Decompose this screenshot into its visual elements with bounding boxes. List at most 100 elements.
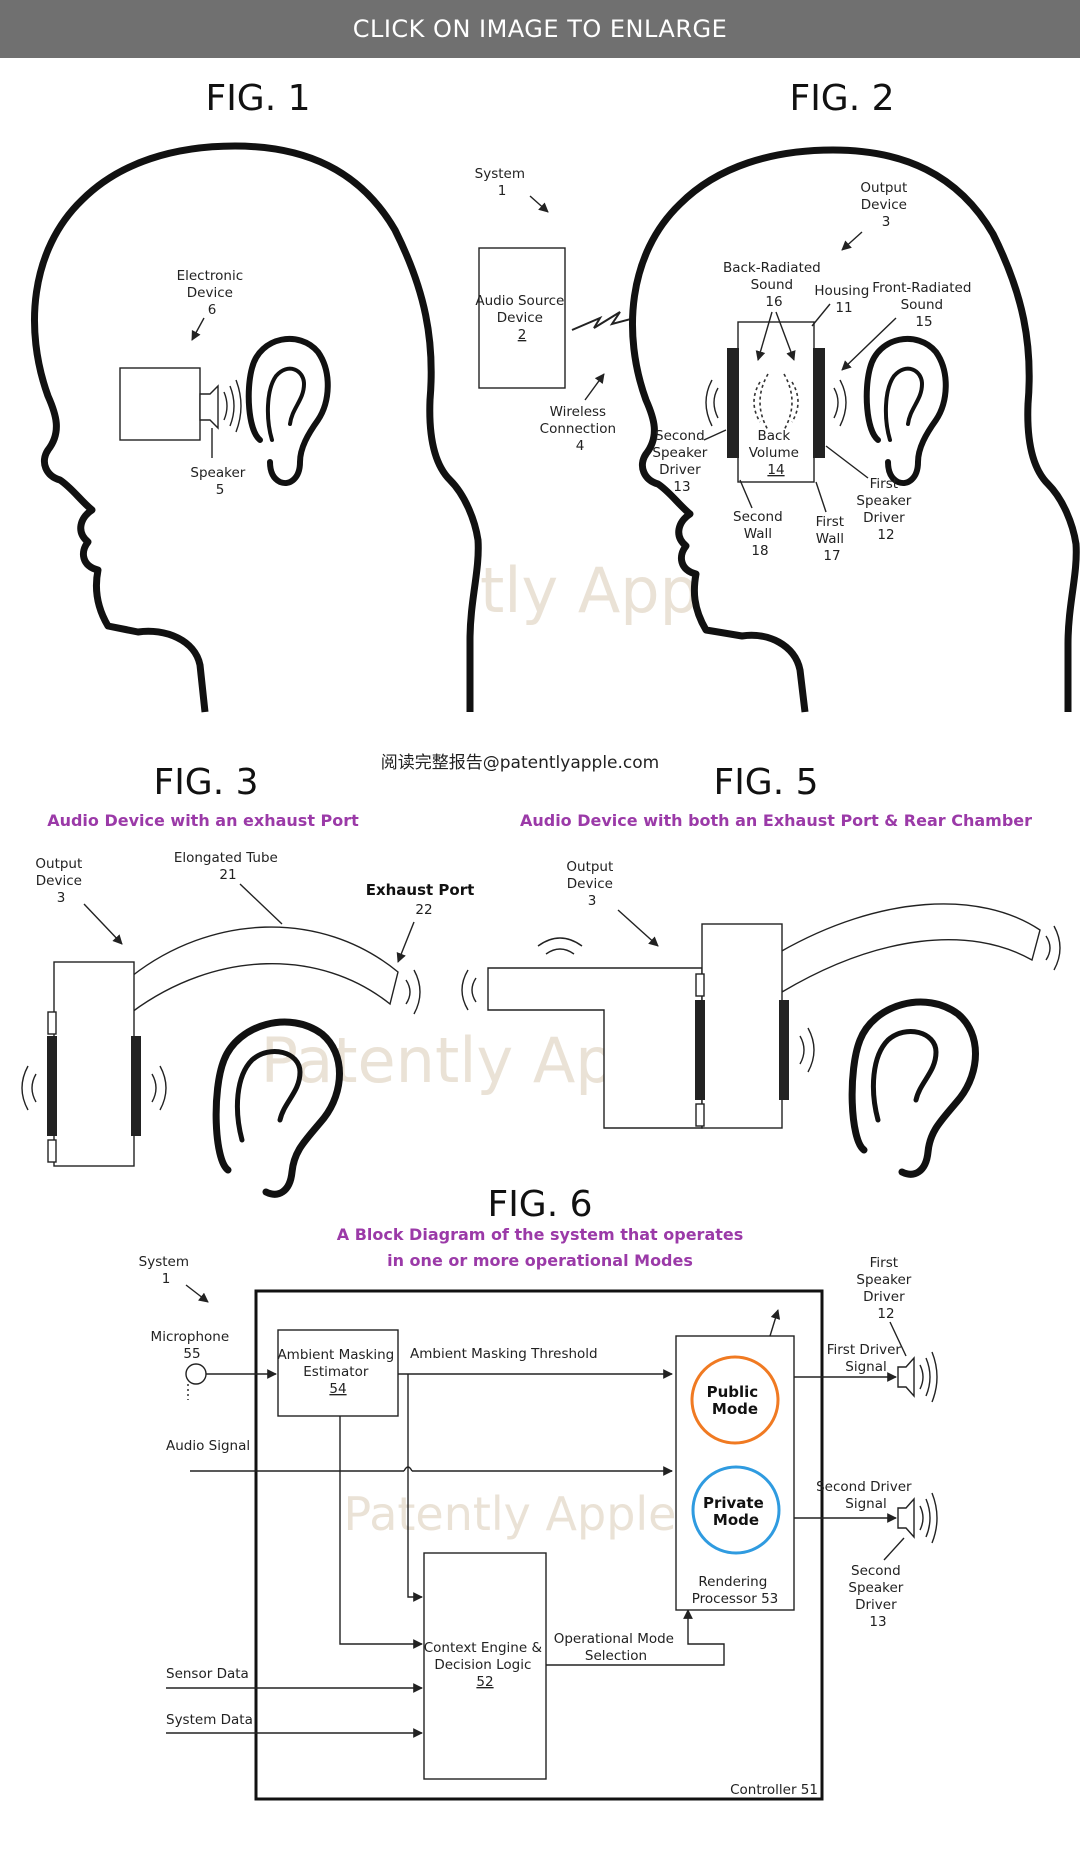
sound-wave-icon: [799, 1027, 815, 1073]
wireless-zigzag-icon: [571, 311, 643, 331]
fig6-title: FIG. 6: [487, 1184, 592, 1225]
tube-label: Elongated Tube 21: [174, 850, 282, 883]
back-volume-label: Back Volume 14: [749, 428, 804, 478]
sensor-data-label: Sensor Data: [166, 1666, 249, 1682]
electronic-device-label: Electronic Device 6: [177, 268, 248, 318]
pointer-line: [815, 481, 827, 513]
private-mode-label: Private Mode: [703, 1494, 769, 1529]
mode-selection-arrow: [546, 1609, 725, 1666]
figure-3: FIG. 3 Audio Device with an exhaust Port…: [21, 762, 475, 1198]
enlarge-banner-text: CLICK ON IMAGE TO ENLARGE: [352, 15, 728, 43]
housing-label: Housing 11: [814, 283, 873, 316]
estimator-label: Ambient Masking Estimator 54: [277, 1347, 398, 1397]
fig6-subtitle-1: A Block Diagram of the system that opera…: [337, 1225, 744, 1244]
second-wall-label: Second Wall 18: [733, 509, 787, 559]
context-engine-label: Context Engine & Decision Logic 52: [424, 1640, 547, 1690]
first-speaker-driver: [813, 348, 825, 458]
housing-tab: [47, 1139, 57, 1163]
pointer-arrow: [529, 195, 549, 213]
second-driver-label: Second Speaker Driver 13: [652, 428, 711, 495]
sound-wave-icon: [21, 1065, 37, 1111]
audio-source-device-box: [478, 247, 566, 389]
public-mode-circle: [690, 1355, 780, 1445]
fig5-title: FIG. 5: [713, 762, 818, 803]
controller-label: Controller 51: [730, 1782, 818, 1798]
fig1-title: FIG. 1: [205, 78, 310, 119]
sound-wave-icon: [537, 937, 583, 955]
pointer-arrow: [584, 373, 605, 401]
housing-tab: [695, 973, 705, 997]
sound-wave-icon: [223, 379, 242, 433]
back-radiated-label: Back-Radiated Sound 16: [723, 260, 825, 310]
pointer-arrow: [185, 1284, 209, 1303]
fig3-title: FIG. 3: [153, 762, 258, 803]
pointer-line: [811, 303, 831, 327]
threshold-label: Ambient Masking Threshold: [410, 1346, 598, 1362]
pointer-arrow: [191, 317, 205, 341]
head-silhouette: [629, 146, 1080, 713]
ear-icon: [245, 336, 331, 486]
figure-2: FIG. 2 System 1 Audio Source Device 2 Wi…: [475, 78, 1080, 713]
second-driver-label: Second Speaker Driver 13: [848, 1563, 907, 1630]
output-device-label: Output Device 3: [35, 856, 86, 906]
figure-1: FIG. 1 Electronic Device 6 Speaker 5: [31, 78, 482, 713]
system-label: System 1: [475, 166, 530, 199]
first-wall-label: First Wall 17: [816, 514, 849, 564]
system-label: System 1: [139, 1254, 194, 1287]
elongated-tube: [131, 926, 399, 1014]
context-engine-box: [423, 1552, 547, 1780]
pointer-line: [883, 1537, 905, 1561]
rendering-processor-label: Rendering Processor 53: [692, 1574, 779, 1607]
microphone-label: Microphone 55: [151, 1329, 234, 1362]
pointer-arrow: [396, 921, 415, 963]
housing-rect: [737, 321, 815, 483]
sound-wave-icon: [151, 1065, 167, 1111]
pointer-arrow: [83, 903, 123, 945]
microphone-icon: [185, 1363, 207, 1385]
pointer-arrow: [617, 909, 659, 947]
sound-wave-icon: [461, 969, 477, 1011]
ear-icon: [863, 336, 949, 486]
sound-wave-icon: [919, 1492, 938, 1544]
pointer-arrow: [841, 231, 863, 251]
output-device-label: Output Device 3: [566, 859, 617, 909]
pointer-line: [703, 429, 727, 441]
speaker-driver: [47, 1036, 57, 1136]
sound-wave-icon: [405, 969, 421, 1015]
private-mode-circle: [691, 1465, 781, 1555]
housing-tab: [695, 1103, 705, 1127]
ear-inner-icon: [883, 366, 925, 442]
sound-wave-icon: [919, 1351, 938, 1403]
ear-inner-icon: [234, 1049, 303, 1143]
exhaust-port-number: 22: [415, 902, 432, 918]
device-housing: [701, 923, 783, 1129]
output-device-label: Output Device 3: [860, 180, 911, 230]
audio-signal-label: Audio Signal: [166, 1438, 250, 1454]
source-credit: 阅读完整报告@patentlyapple.com: [381, 753, 659, 773]
device-housing: [53, 961, 135, 1167]
elongated-tube: [779, 903, 1041, 994]
speaker-icon: [199, 384, 219, 430]
pointer-line: [239, 883, 283, 925]
system-data-label: System Data: [166, 1712, 253, 1728]
speaker-driver: [779, 1000, 789, 1100]
pointer-arrow: [775, 311, 796, 361]
speaker-label: Speaker 5: [190, 465, 249, 498]
ear-inner-icon: [870, 1029, 939, 1123]
first-driver-label: First Speaker Driver 12: [856, 476, 915, 543]
exhaust-port-label: Exhaust Port: [366, 881, 475, 899]
first-signal-label: First Driver Signal: [827, 1342, 906, 1375]
front-radiated-label: Front-Radiated Sound 15: [872, 280, 975, 330]
enlarge-banner[interactable]: CLICK ON IMAGE TO ENLARGE: [0, 0, 1080, 58]
pointer-arrow: [841, 317, 897, 371]
ear-inner-icon: [265, 366, 307, 442]
watermark: Patently Apple: [344, 1487, 677, 1541]
pointer-line: [739, 479, 753, 509]
fig6-subtitle-2: in one or more operational Modes: [387, 1251, 693, 1270]
sound-wave-icon: [833, 379, 847, 427]
sound-wave-icon: [1045, 925, 1061, 971]
sound-wave-icon: [705, 379, 719, 427]
second-speaker-icon: [897, 1497, 915, 1539]
second-speaker-driver: [727, 348, 739, 458]
